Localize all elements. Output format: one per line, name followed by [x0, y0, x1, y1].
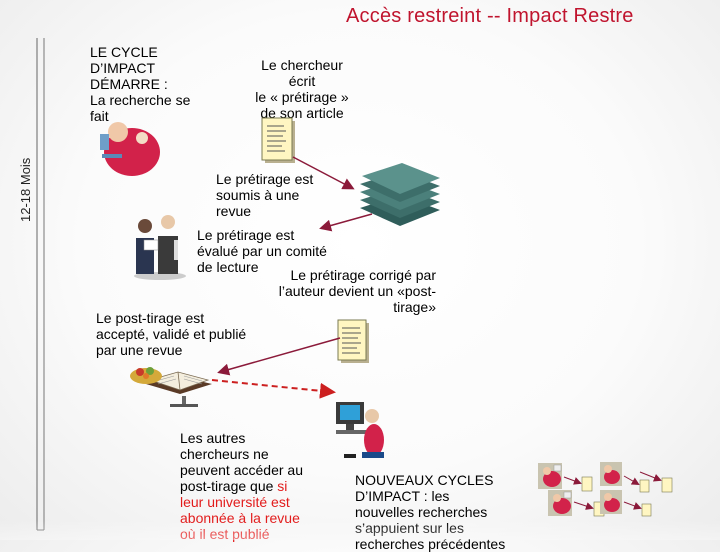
- evaluated-text: Le prétirage est évalué par un comité de…: [197, 227, 327, 275]
- corrected-text: Le prétirage corrigé par l’auteur devien…: [278, 267, 436, 315]
- arrow-review: [319, 213, 373, 232]
- cycle-start-text: LE CYCLE D’IMPACT DÉMARRE : La recherche…: [90, 44, 191, 124]
- computer-user-icon: [336, 402, 384, 458]
- researcher-writes-text: Le chercheur écrit le « prétirage » de s…: [255, 57, 349, 121]
- arrow-publish: [217, 337, 341, 376]
- researcher-icon: [100, 122, 160, 176]
- arrow-access: [211, 379, 336, 399]
- journal-stack-icon: [360, 163, 440, 226]
- diagram-graphics: [36, 38, 673, 531]
- condition-highlight: si: [277, 478, 288, 494]
- reviewers-icon: [134, 215, 186, 280]
- new-cycles-icon: [538, 462, 673, 517]
- timeline-bar: [36, 38, 45, 531]
- published-book-icon: [130, 367, 212, 407]
- submitted-text: Le prétirage est soumis à une revue: [216, 171, 314, 219]
- arrow-submit: [292, 156, 355, 190]
- manuscript-icon: [261, 117, 295, 163]
- accepted-text: Le post-tirage est accepté, validé et pu…: [96, 310, 247, 358]
- others-access-text: Les autres chercheurs ne peuvent accéder…: [180, 430, 303, 542]
- postprint-icon: [337, 319, 369, 363]
- page-title: Accès restreint -- Impact Restre: [346, 5, 634, 27]
